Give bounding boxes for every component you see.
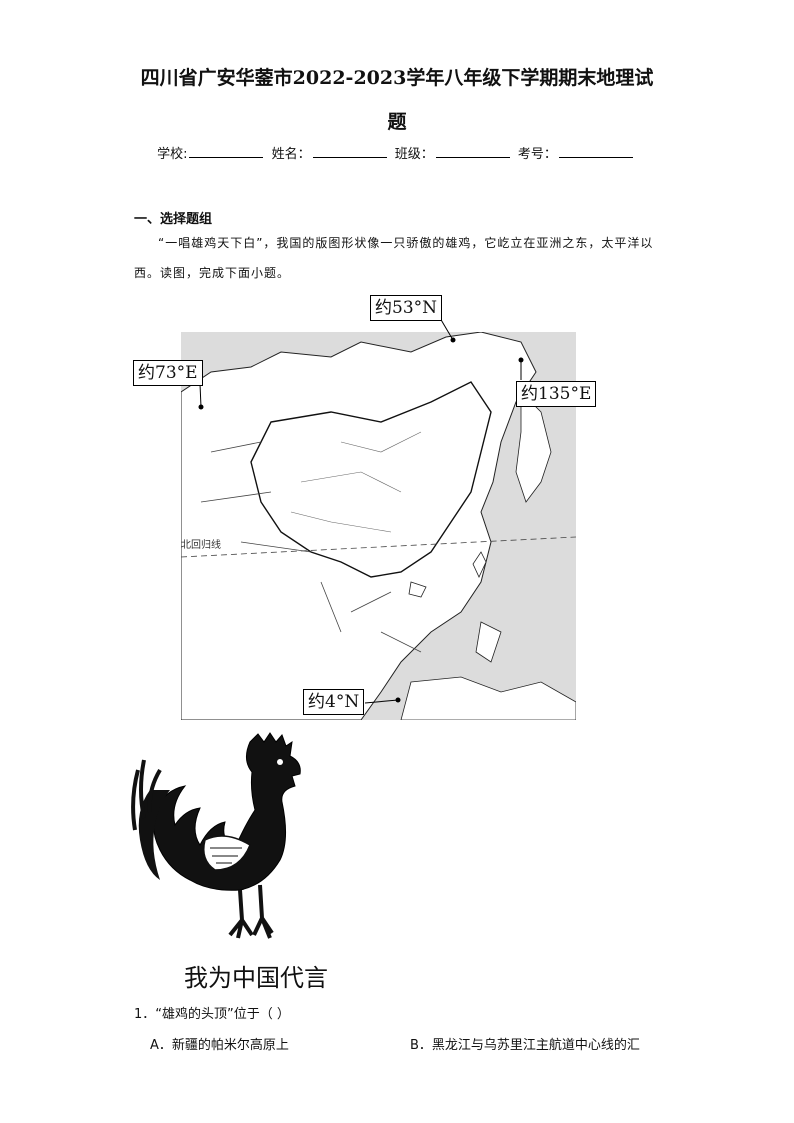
exam-number-field[interactable] [558, 145, 633, 158]
school-field[interactable] [189, 145, 264, 158]
option-a[interactable]: A．新疆的帕米尔高原上 [150, 1038, 289, 1053]
image-caption: 我为中国代言 [184, 964, 328, 992]
map-drawing [181, 332, 576, 720]
student-info-row: 学校: 姓名： 班级： 考号： [0, 143, 794, 162]
document-title: 四川省广安华蓥市2022-2023学年八年级下学期期末地理试 [140, 67, 654, 89]
rooster-illustration [131, 732, 301, 939]
question-stem: 1．“雄鸡的头顶”位于（ ） [134, 1007, 290, 1022]
north-extent-label: 约53°N [370, 295, 443, 321]
tropic-of-cancer-label: 北回归线 [181, 540, 221, 551]
name-label: 姓名： [271, 147, 311, 162]
east-extent-label: 约135°E [516, 381, 597, 407]
china-map: 北回归线 [181, 332, 576, 720]
west-extent-label: 约73°E [133, 360, 203, 386]
name-field[interactable] [312, 145, 387, 158]
class-field[interactable] [435, 145, 510, 158]
section-heading: 一、选择题组 [134, 212, 213, 227]
exam-number-label: 考号： [517, 147, 557, 162]
school-label: 学校: [157, 147, 188, 162]
document-title-continued: 题 [387, 111, 407, 133]
option-b[interactable]: B．黑龙江与乌苏里江主航道中心线的汇 [410, 1038, 640, 1053]
south-extent-label: 约4°N [303, 689, 365, 715]
class-label: 班级： [394, 147, 434, 162]
passage-text: “一唱雄鸡天下白”，我国的版图形状像一只骄傲的雄鸡，它屹立在亚洲之东，太平洋以西… [134, 236, 654, 280]
